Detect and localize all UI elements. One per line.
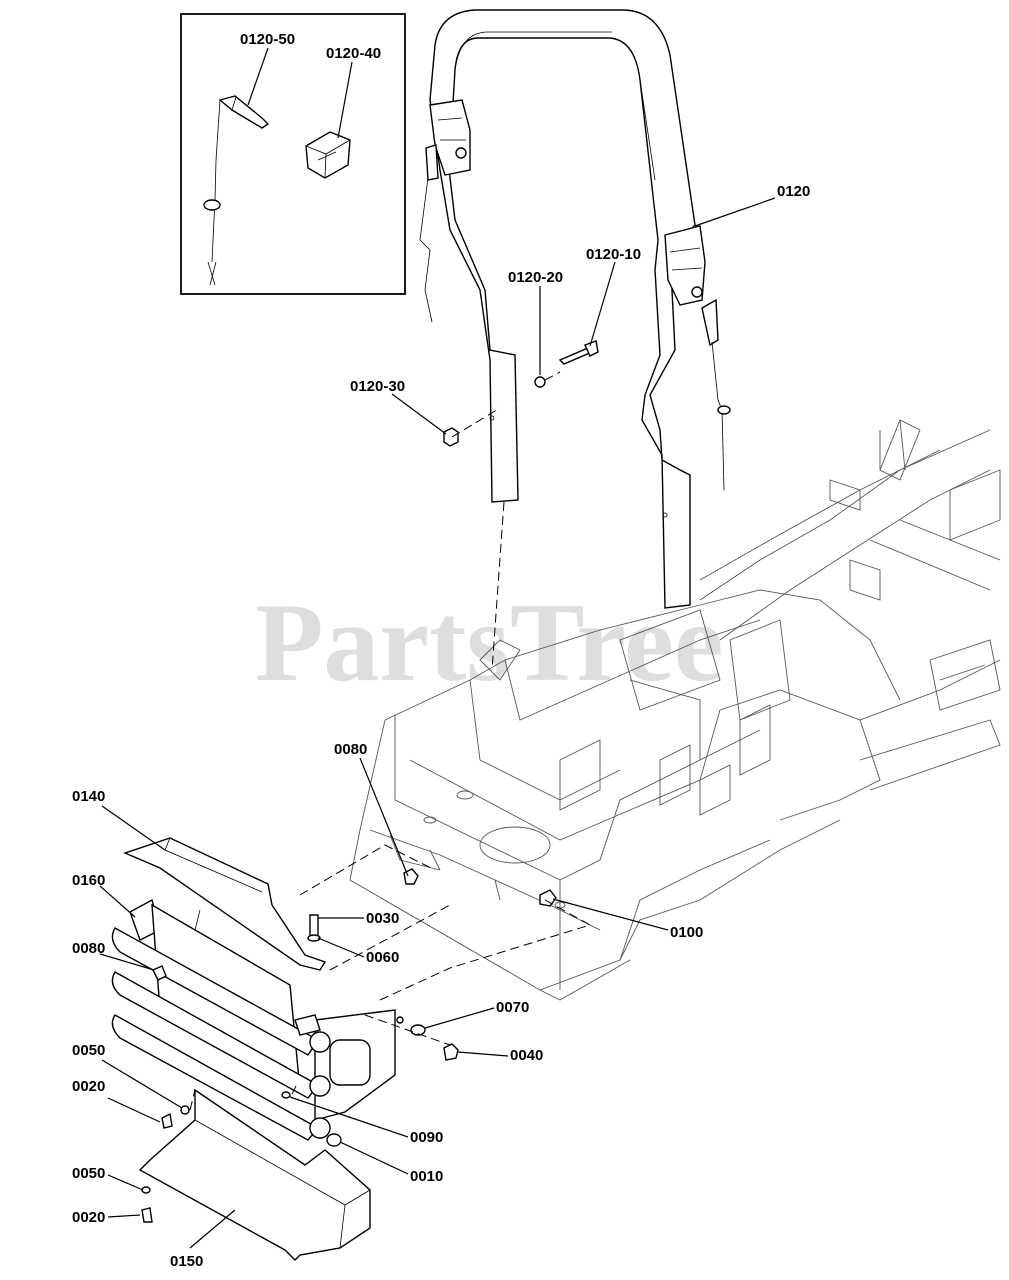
callout-0160: 0160 xyxy=(72,872,105,889)
callout-0120-50: 0120-50 xyxy=(240,31,295,48)
callout-0150: 0150 xyxy=(170,1253,203,1270)
callout-0090: 0090 xyxy=(410,1129,443,1146)
callout-0120-20: 0120-20 xyxy=(508,269,563,286)
callout-0140: 0140 xyxy=(72,788,105,805)
assembly-line xyxy=(544,371,561,381)
assembly-lines xyxy=(189,844,592,1111)
callout-0120: 0120 xyxy=(777,183,810,200)
callout-0060: 0060 xyxy=(366,949,399,966)
callout-0040: 0040 xyxy=(510,1047,543,1064)
callout-0020-lower: 0020 xyxy=(72,1209,105,1226)
hitch-pin-part xyxy=(203,95,270,286)
callout-0020-upper: 0020 xyxy=(72,1078,105,1095)
callout-0120-40: 0120-40 xyxy=(326,45,381,62)
callout-0120-30: 0120-30 xyxy=(350,378,405,395)
detail-inset-box xyxy=(180,13,406,295)
skid-plate-part xyxy=(138,1088,371,1261)
knob-part xyxy=(305,131,351,179)
callout-0050-upper: 0050 xyxy=(72,1042,105,1059)
callout-0120-10: 0120-10 xyxy=(586,246,641,263)
washer-part xyxy=(534,376,546,388)
callout-0080-bumper: 0080 xyxy=(72,940,105,957)
bumper-tubes-part xyxy=(111,927,331,1141)
bolt-part xyxy=(558,340,599,365)
fasteners xyxy=(141,868,557,1223)
callout-0080-frame: 0080 xyxy=(334,741,367,758)
assembly-line xyxy=(451,407,501,438)
chassis-frame xyxy=(349,419,1001,1001)
callout-0050-lower: 0050 xyxy=(72,1165,105,1182)
callout-0030: 0030 xyxy=(366,910,399,927)
leader-lines xyxy=(99,47,776,1249)
callout-0100: 0100 xyxy=(670,924,703,941)
nut-part xyxy=(443,427,459,447)
callout-0010: 0010 xyxy=(410,1168,443,1185)
assembly-line xyxy=(491,501,505,671)
callout-0070: 0070 xyxy=(496,999,529,1016)
roll-bar-part xyxy=(419,9,731,609)
